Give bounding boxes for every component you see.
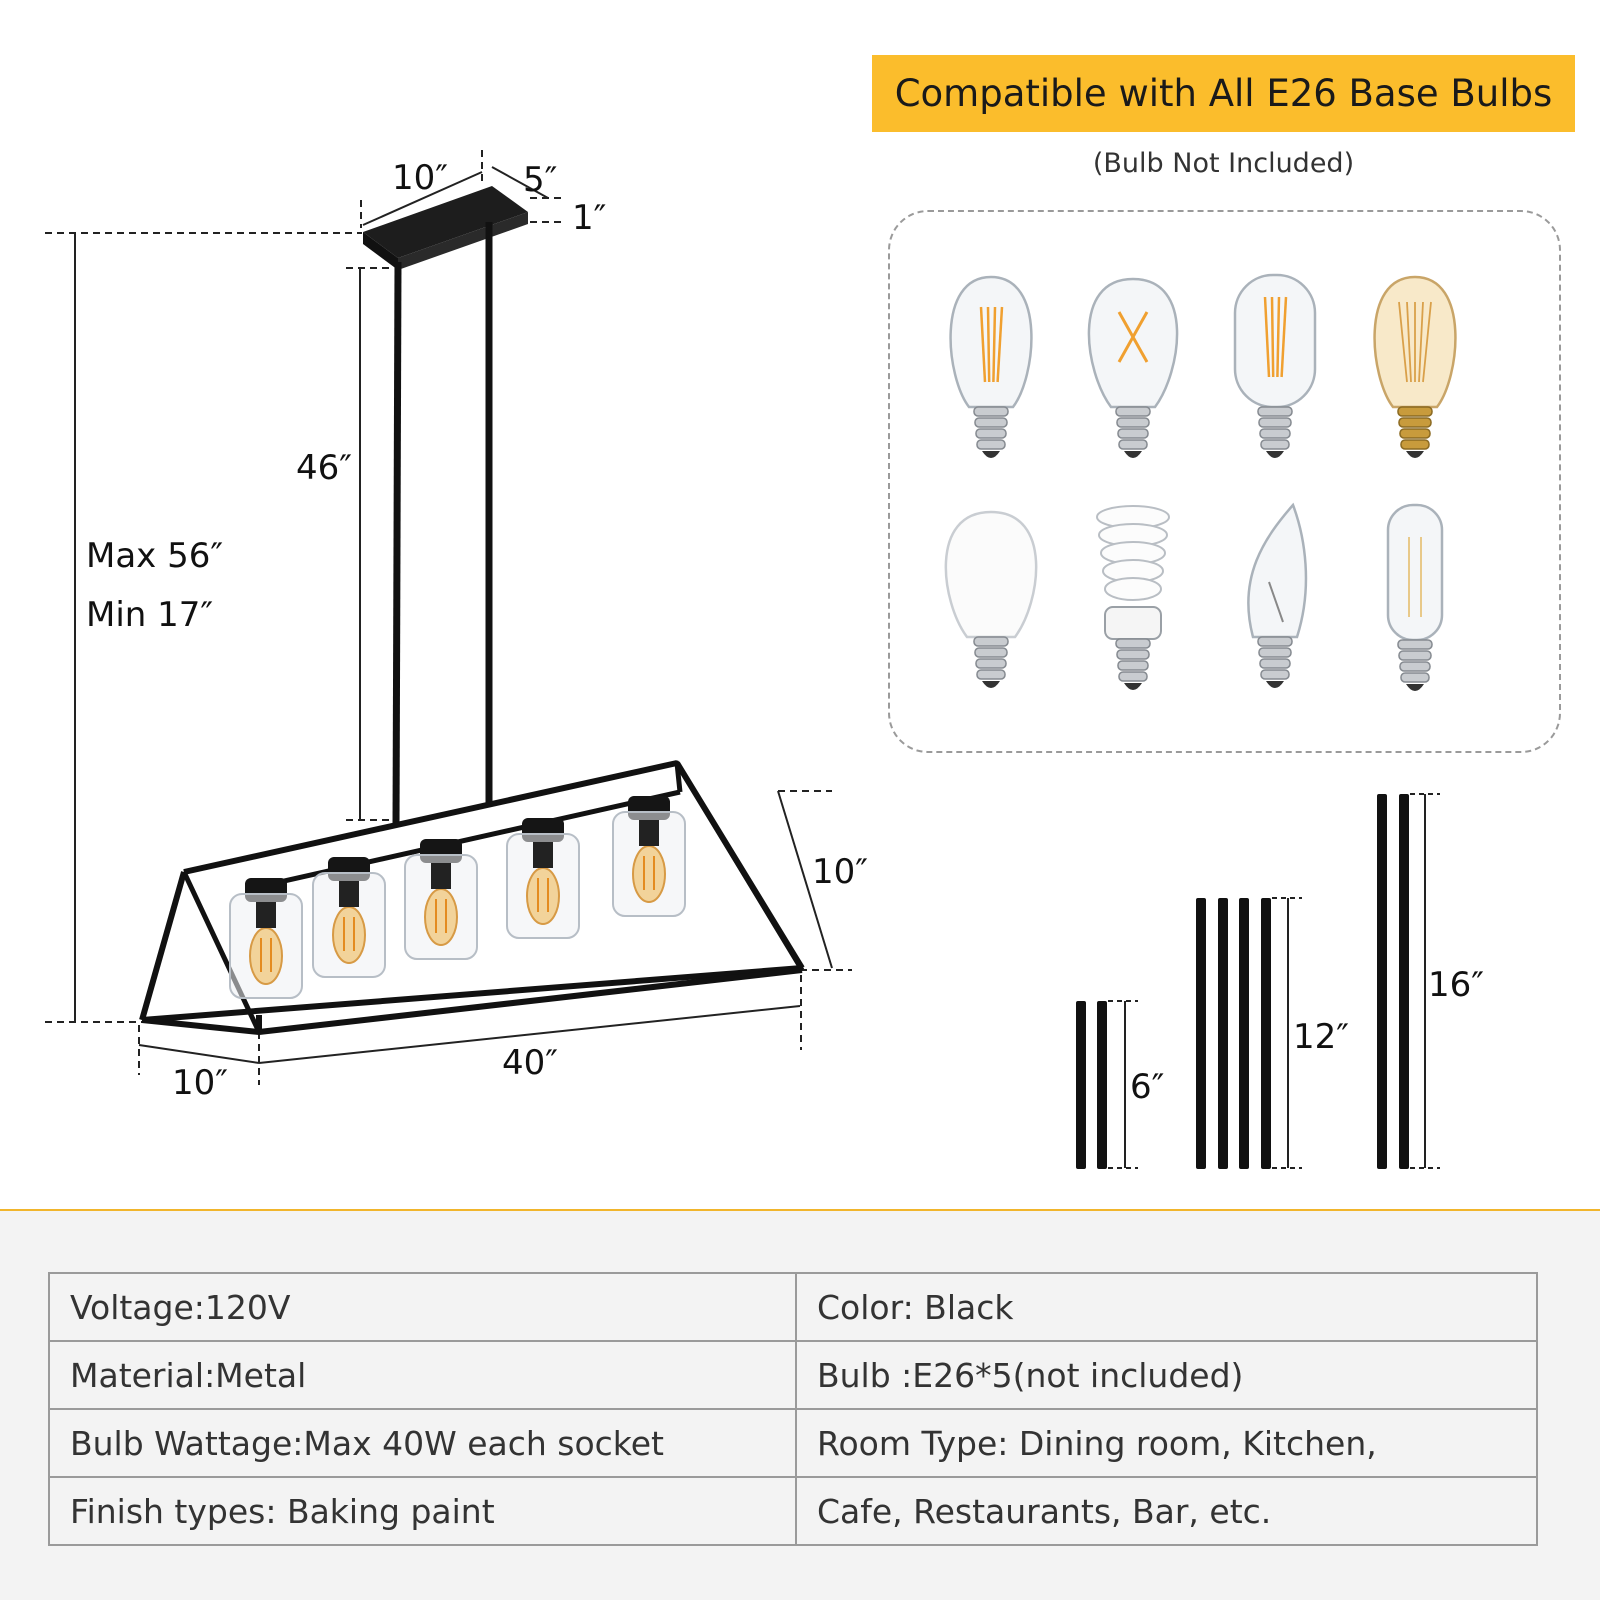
spec-room-type-continued: Cafe, Restaurants, Bar, etc.	[795, 1476, 1538, 1546]
t14-filament-bulb-icon	[1233, 273, 1317, 458]
rod-12-label: 12″	[1293, 1017, 1349, 1057]
flame-tip-bulb-icon	[1247, 502, 1308, 688]
a19-filament-bulb-icon	[1087, 277, 1179, 458]
section-divider	[0, 1209, 1600, 1211]
spiral-cfl-bulb-icon	[1096, 505, 1170, 690]
spec-color: Color: Black	[795, 1272, 1538, 1342]
glass-shade	[312, 857, 386, 978]
min-height-label: Min 17″	[86, 595, 214, 635]
canopy-height-label: 1″	[572, 198, 607, 238]
bulb-not-included-note: (Bulb Not Included)	[1092, 148, 1355, 179]
glass-shade	[229, 878, 303, 999]
table-row: Material:Metal Bulb :E26*5(not included)	[48, 1340, 1538, 1410]
spec-room-type: Room Type: Dining room, Kitchen,	[795, 1408, 1538, 1478]
frame-length-label: 40″	[502, 1043, 558, 1083]
spec-finish: Finish types: Baking paint	[48, 1476, 797, 1546]
frame-width-label: 10″	[172, 1063, 228, 1103]
st64-filament-bulb-icon	[949, 275, 1033, 458]
spec-material: Material:Metal	[48, 1340, 797, 1410]
spec-voltage: Voltage:120V	[48, 1272, 797, 1342]
spec-bulb: Bulb :E26*5(not included)	[795, 1340, 1538, 1410]
t10-tubular-bulb-icon	[1386, 503, 1444, 691]
specification-table: Voltage:120V Color: Black Material:Metal…	[48, 1272, 1538, 1546]
glass-shade	[404, 839, 478, 960]
max-height-label: Max 56″	[86, 536, 224, 576]
glass-shade	[506, 818, 580, 939]
glass-shade	[612, 796, 686, 917]
rod-length-label: 46″	[296, 448, 352, 488]
frame-height-label: 10″	[812, 852, 868, 892]
canopy-length-label: 10″	[392, 158, 448, 198]
table-row: Bulb Wattage:Max 40W each socket Room Ty…	[48, 1408, 1538, 1478]
table-row: Voltage:120V Color: Black	[48, 1272, 1538, 1342]
compatible-bulbs-panel	[888, 210, 1561, 753]
chandelier-dimension-drawing	[45, 150, 1440, 1169]
spec-wattage: Bulb Wattage:Max 40W each socket	[48, 1408, 797, 1478]
st64-squirrel-cage-bulb-icon	[1373, 275, 1457, 458]
rod-16-label: 16″	[1428, 965, 1484, 1005]
compatibility-banner: Compatible with All E26 Base Bulbs	[872, 55, 1575, 132]
canopy-width-label: 5″	[523, 160, 558, 200]
rod-6-label: 6″	[1130, 1067, 1165, 1107]
table-row: Finish types: Baking paint Cafe, Restaur…	[48, 1476, 1538, 1546]
a19-led-bulb-icon	[944, 510, 1038, 688]
